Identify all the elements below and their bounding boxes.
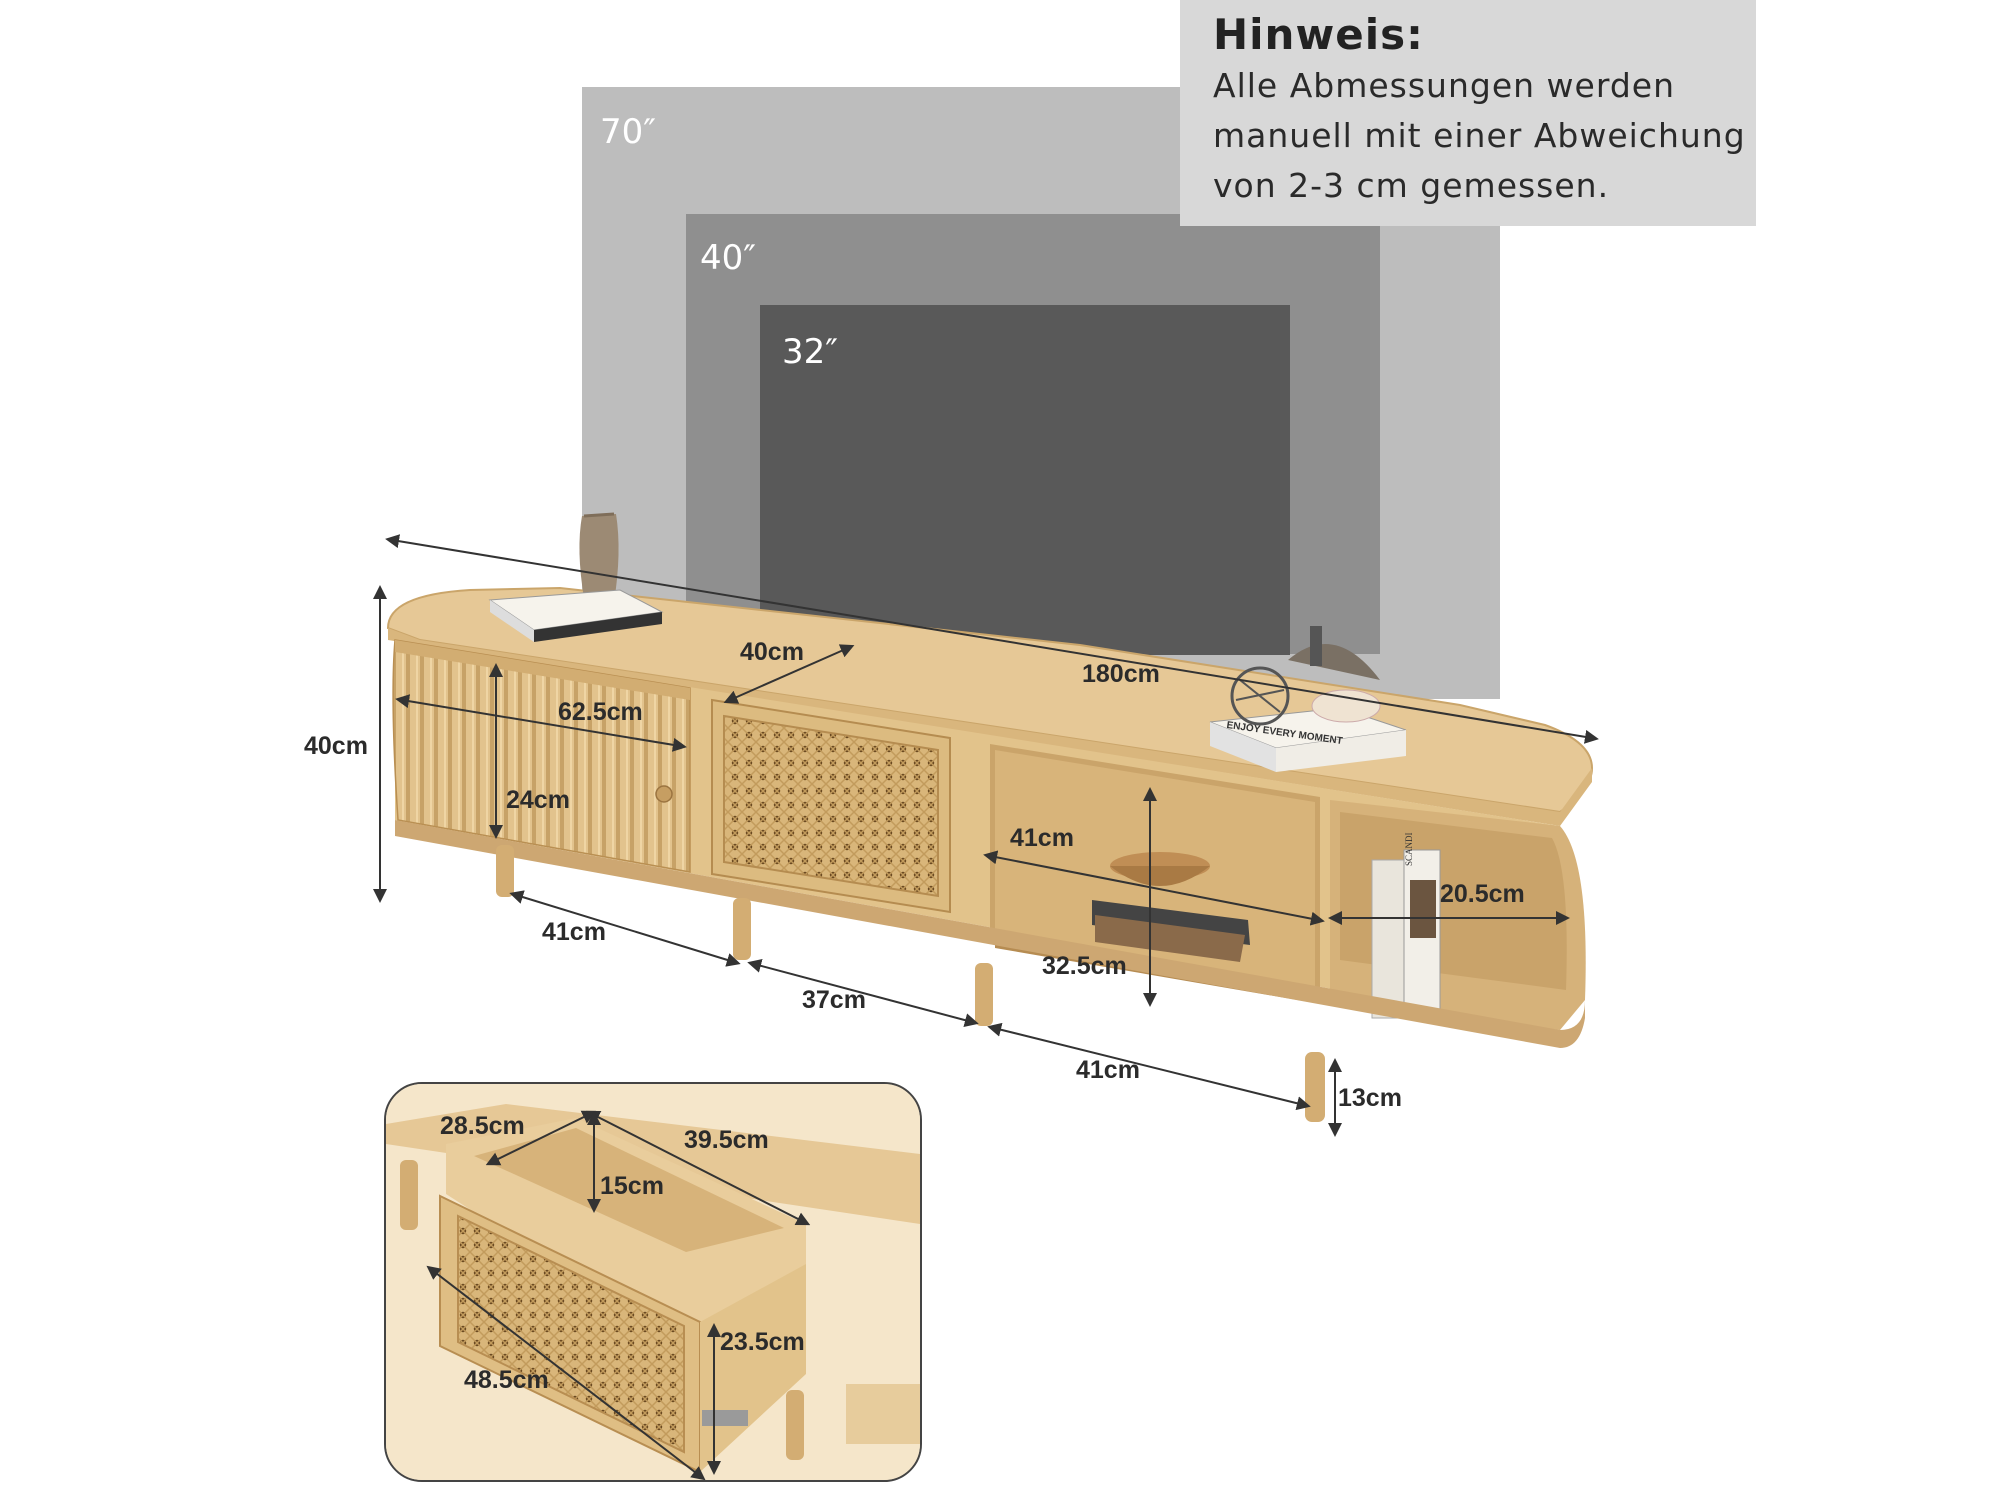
tv-70-label: 70″ [600, 112, 656, 152]
tv-32-label: 32″ [782, 332, 838, 372]
dim-drawer-length: 39.5cm [684, 1126, 769, 1154]
note-line-3: von 2-3 cm gemessen. [1213, 166, 1610, 205]
dim-top-depth: 40cm [740, 638, 804, 666]
drawer-detail-inset: 28.5cm 39.5cm 15cm 23.5cm 48.5cm [384, 1082, 922, 1482]
dim-door-width: 62.5cm [558, 698, 643, 726]
note-line-1: Alle Abmessungen werden [1213, 66, 1675, 105]
dim-leg-height: 13cm [1338, 1084, 1402, 1112]
tv-32-rect [760, 305, 1290, 655]
dim-drawer-depth: 28.5cm [440, 1112, 525, 1140]
note-box: Hinweis: Alle Abmessungen werden manuell… [1180, 0, 1756, 226]
dim-height-total: 40cm [304, 732, 368, 760]
dim-leg-span-2: 37cm [802, 986, 866, 1014]
tv-cabinet [373, 512, 1599, 1137]
dim-drawer-inner-height: 15cm [600, 1172, 664, 1200]
tv-40-label: 40″ [700, 238, 756, 278]
dim-leg-span-1: 41cm [542, 918, 606, 946]
drawer-illustration [386, 1084, 920, 1480]
dim-side-shelf: 20.5cm [1440, 880, 1525, 908]
dim-drawer-front-height: 23.5cm [720, 1328, 805, 1356]
note-title: Hinweis: [1213, 10, 1424, 59]
book-text-side: SCANDI [1404, 832, 1414, 866]
note-line-2: manuell mit einer Abweichung [1213, 116, 1746, 155]
dim-shelf-depth: 41cm [1010, 824, 1074, 852]
dim-width-total: 180cm [1082, 660, 1160, 688]
dim-drawer-front-width: 48.5cm [464, 1366, 549, 1394]
dim-leg-span-3: 41cm [1076, 1056, 1140, 1084]
dim-shelf-height: 32.5cm [1042, 952, 1127, 980]
dim-door-height: 24cm [506, 786, 570, 814]
